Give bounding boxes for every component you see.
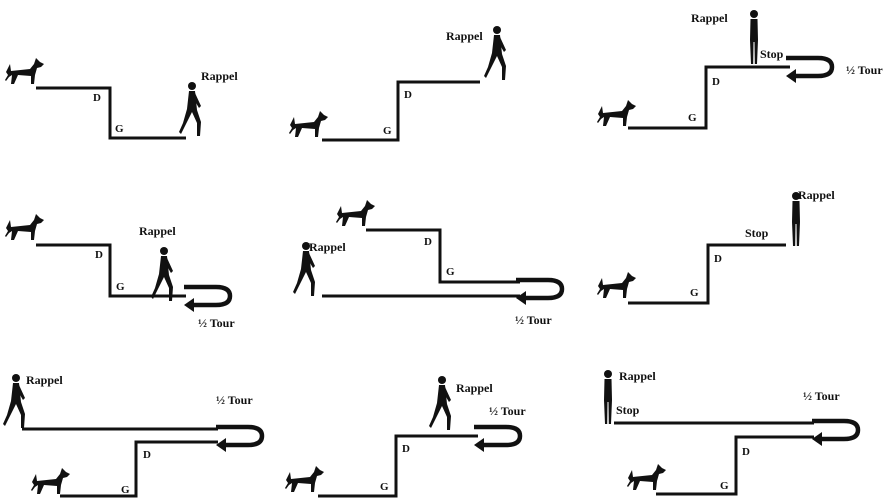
half-turn-arrow-icon [474, 427, 520, 452]
dog-icon [597, 100, 636, 126]
panel-5: D G Rappel ½ Tour [293, 200, 562, 327]
label-rappel: Rappel [309, 240, 346, 254]
panel-4: D G Rappel ½ Tour [5, 214, 235, 330]
label-half-turn: ½ Tour [515, 313, 552, 327]
panel-1: D G Rappel [5, 58, 238, 140]
person-walking-icon [3, 374, 25, 428]
panel-3: G D Rappel Stop ½ Tour [597, 10, 883, 130]
label-d: D [402, 443, 410, 455]
dog-icon [289, 111, 328, 137]
label-rappel: Rappel [201, 69, 238, 83]
label-d: D [712, 76, 720, 88]
label-stop: Stop [745, 226, 769, 240]
person-standing-icon [750, 10, 758, 64]
label-d: D [93, 92, 101, 104]
panel-8: G D Rappel ½ Tour [285, 376, 526, 498]
dog-icon [31, 468, 70, 494]
label-g: G [690, 287, 699, 299]
person-walking-icon [151, 247, 173, 301]
label-d: D [95, 249, 103, 261]
label-d: D [714, 253, 722, 265]
dog-icon [336, 200, 375, 226]
dog-icon [597, 272, 636, 298]
label-half-turn: ½ Tour [198, 316, 235, 330]
panel-9: Rappel Stop ½ Tour D G [604, 369, 858, 496]
dog-icon [285, 466, 324, 492]
dog-icon [5, 58, 44, 84]
half-turn-arrow-icon [516, 280, 562, 305]
label-rappel: Rappel [26, 373, 63, 387]
label-rappel: Rappel [619, 369, 656, 383]
label-half-turn: ½ Tour [803, 389, 840, 403]
half-turn-arrow-icon [184, 287, 230, 312]
half-turn-arrow-icon [786, 58, 832, 83]
label-stop: Stop [760, 47, 784, 61]
panel-7: Rappel ½ Tour D G [3, 373, 262, 498]
person-walking-icon [484, 26, 506, 80]
dog-icon [627, 464, 666, 490]
label-half-turn: ½ Tour [846, 63, 883, 77]
label-half-turn: ½ Tour [489, 404, 526, 418]
person-standing-icon [604, 370, 612, 424]
label-g: G [446, 266, 455, 278]
panel-6: G D Rappel Stop [597, 188, 835, 305]
label-g: G [116, 281, 125, 293]
half-turn-arrow-icon [216, 427, 262, 452]
label-rappel: Rappel [456, 381, 493, 395]
person-walking-icon [179, 82, 201, 136]
label-half-turn: ½ Tour [216, 393, 253, 407]
label-d: D [424, 236, 432, 248]
label-stop: Stop [616, 403, 640, 417]
dog-icon [5, 214, 44, 240]
label-rappel: Rappel [798, 188, 835, 202]
label-rappel: Rappel [446, 29, 483, 43]
label-d: D [143, 449, 151, 461]
label-rappel: Rappel [691, 11, 728, 25]
person-walking-icon [429, 376, 451, 430]
label-g: G [380, 481, 389, 493]
label-g: G [121, 484, 130, 496]
label-d: D [404, 89, 412, 101]
label-g: G [383, 125, 392, 137]
label-g: G [115, 123, 124, 135]
half-turn-arrow-icon [812, 421, 858, 446]
label-g: G [688, 112, 697, 124]
label-g: G [720, 480, 729, 492]
label-d: D [742, 446, 750, 458]
panel-2: G D Rappel [289, 26, 506, 142]
label-rappel: Rappel [139, 224, 176, 238]
